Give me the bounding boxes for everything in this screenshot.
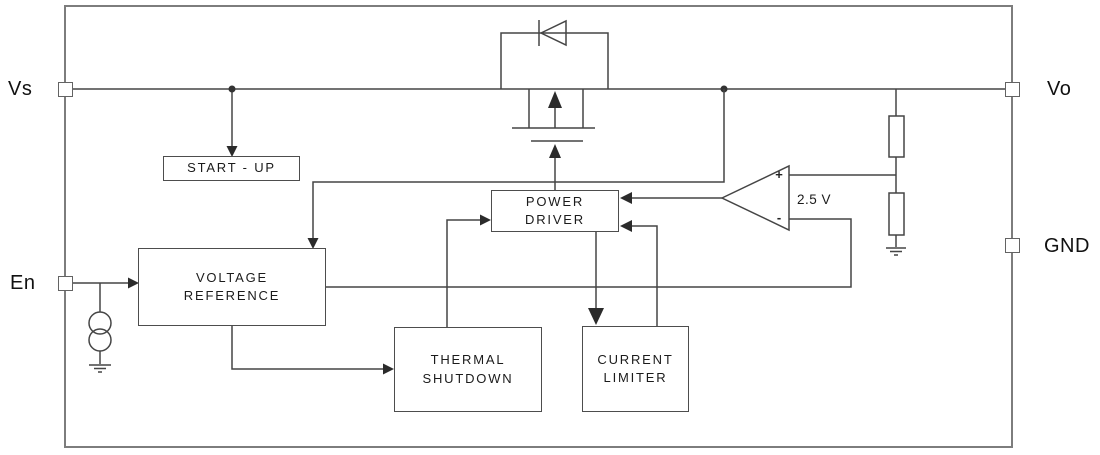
pin-vo — [1005, 82, 1020, 97]
ground-symbol — [89, 364, 111, 373]
pass-mosfet — [512, 89, 595, 158]
arrowhead-down-large — [588, 308, 604, 325]
startup-block-label: START - UP — [187, 160, 276, 176]
feedback-resistor-bottom — [888, 192, 905, 236]
feedback-resistor-top — [888, 115, 905, 158]
vref-feed-wire — [312, 89, 725, 238]
thermal-shutdown-block: THERMAL SHUTDOWN — [394, 327, 542, 412]
pin-label-vs: Vs — [8, 78, 33, 100]
pin-label-vo: Vo — [1047, 78, 1072, 100]
thermal-shutdown-label: THERMAL SHUTDOWN — [422, 352, 514, 386]
thermal-to-driver-wire — [446, 219, 480, 327]
arrowhead-right — [480, 214, 491, 226]
pin-label-en: En — [10, 272, 36, 294]
voltage-reference-block: VOLTAGE REFERENCE — [138, 248, 326, 326]
current-source-symbol — [88, 311, 112, 335]
arrowhead-left — [620, 220, 632, 232]
power-driver-label: POWER DRIVER — [525, 193, 585, 227]
junction-dot — [228, 85, 236, 93]
current-source-symbol — [88, 328, 112, 352]
chip-outline — [64, 5, 1013, 448]
pin-label-gnd: GND — [1044, 235, 1090, 257]
startup-block: START - UP — [163, 156, 300, 181]
current-limiter-block: CURRENT LIMITER — [582, 326, 689, 412]
amp-plus-input-sign: + — [775, 167, 783, 182]
amp-minus-input-sign: - — [776, 210, 782, 225]
current-limiter-label: CURRENT LIMITER — [597, 351, 674, 385]
arrowhead-down — [226, 146, 238, 157]
voltage-reference-label: VOLTAGE REFERENCE — [183, 269, 281, 303]
power-driver-block: POWER DRIVER — [491, 190, 619, 232]
arrowhead-down — [307, 238, 319, 249]
arrowhead-left — [620, 192, 632, 204]
limiter-to-driver-wire — [632, 225, 658, 326]
reference-voltage-label: 2.5 V — [797, 192, 832, 207]
arrowhead-right — [128, 277, 139, 289]
body-diode — [500, 19, 609, 89]
pin-en — [58, 276, 73, 291]
error-amplifier — [720, 164, 790, 232]
ground-symbol — [886, 247, 906, 256]
feedback-minus-wire — [326, 218, 852, 288]
arrowhead-right — [383, 363, 394, 375]
pin-gnd — [1005, 238, 1020, 253]
pin-vs — [58, 82, 73, 97]
vref-to-thermal-wire — [231, 326, 383, 370]
